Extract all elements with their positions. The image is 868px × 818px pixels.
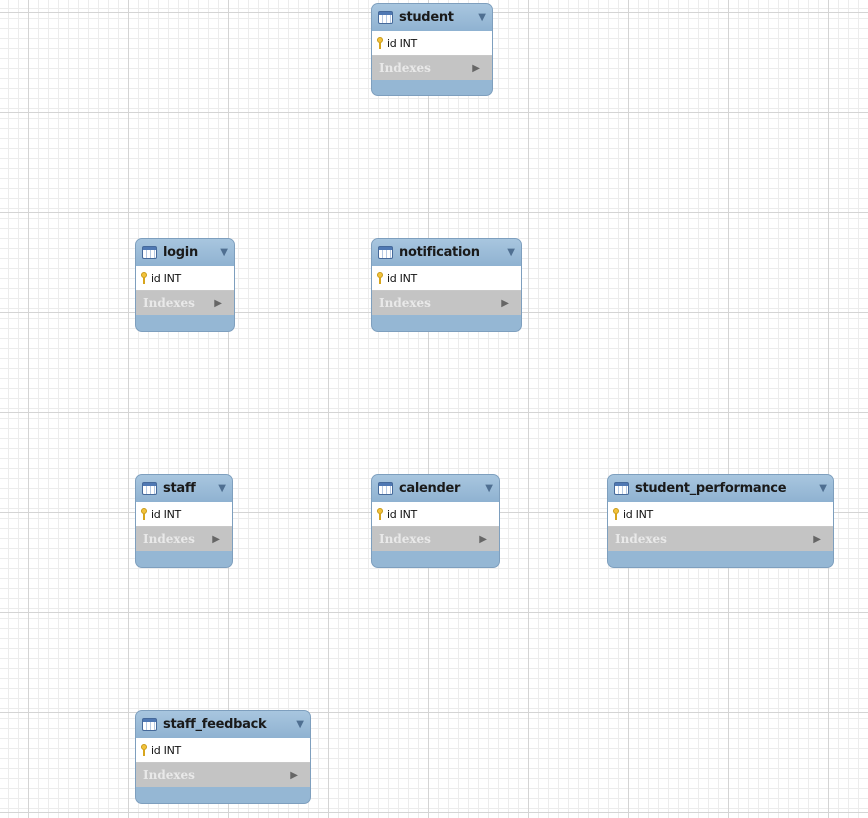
table-icon (142, 482, 157, 495)
table-login[interactable]: login ▼ id INT Indexes ▶ (135, 238, 235, 332)
primary-key-icon (377, 272, 384, 284)
table-column[interactable]: id INT (136, 738, 310, 763)
collapse-arrow-icon[interactable]: ▼ (478, 12, 486, 23)
table-header[interactable]: staff_feedback ▼ (136, 711, 310, 738)
table-icon (378, 482, 393, 495)
table-name: staff_feedback (163, 717, 267, 732)
table-column[interactable]: id INT (372, 31, 492, 56)
table-footer (372, 551, 499, 560)
table-name: login (163, 245, 198, 260)
table-name: staff (163, 481, 196, 496)
table-column[interactable]: id INT (608, 502, 833, 527)
table-notification[interactable]: notification ▼ id INT Indexes ▶ (371, 238, 522, 332)
expand-indexes-icon[interactable]: ▶ (813, 533, 821, 545)
indexes-section[interactable]: Indexes ▶ (136, 291, 234, 315)
primary-key-icon (141, 744, 148, 756)
expand-indexes-icon[interactable]: ▶ (290, 769, 298, 781)
expand-indexes-icon[interactable]: ▶ (472, 62, 480, 74)
indexes-section[interactable]: Indexes ▶ (136, 527, 232, 551)
table-footer (372, 80, 492, 89)
collapse-arrow-icon[interactable]: ▼ (220, 247, 228, 258)
indexes-label: Indexes (379, 61, 431, 75)
table-staff-feedback[interactable]: staff_feedback ▼ id INT Indexes ▶ (135, 710, 311, 804)
table-icon (614, 482, 629, 495)
table-column[interactable]: id INT (136, 266, 234, 291)
expand-indexes-icon[interactable]: ▶ (212, 533, 220, 545)
indexes-label: Indexes (143, 296, 195, 310)
indexes-label: Indexes (379, 296, 431, 310)
table-header[interactable]: login ▼ (136, 239, 234, 266)
primary-key-icon (141, 508, 148, 520)
column-label: id INT (387, 271, 417, 285)
indexes-section[interactable]: Indexes ▶ (136, 763, 310, 787)
indexes-section[interactable]: Indexes ▶ (372, 56, 492, 80)
expand-indexes-icon[interactable]: ▶ (214, 297, 222, 309)
table-header[interactable]: notification ▼ (372, 239, 521, 266)
table-footer (136, 787, 310, 796)
indexes-section[interactable]: Indexes ▶ (372, 291, 521, 315)
table-name: calender (399, 481, 461, 496)
indexes-label: Indexes (143, 532, 195, 546)
table-staff[interactable]: staff ▼ id INT Indexes ▶ (135, 474, 233, 568)
table-name: student_performance (635, 481, 787, 496)
expand-indexes-icon[interactable]: ▶ (501, 297, 509, 309)
collapse-arrow-icon[interactable]: ▼ (218, 483, 226, 494)
table-column[interactable]: id INT (372, 266, 521, 291)
primary-key-icon (377, 37, 384, 49)
column-label: id INT (387, 507, 417, 521)
primary-key-icon (613, 508, 620, 520)
primary-key-icon (141, 272, 148, 284)
table-icon (378, 11, 393, 24)
collapse-arrow-icon[interactable]: ▼ (819, 483, 827, 494)
indexes-section[interactable]: Indexes ▶ (608, 527, 833, 551)
column-label: id INT (151, 743, 181, 757)
table-header[interactable]: staff ▼ (136, 475, 232, 502)
table-footer (136, 551, 232, 560)
expand-indexes-icon[interactable]: ▶ (479, 533, 487, 545)
collapse-arrow-icon[interactable]: ▼ (507, 247, 515, 258)
table-student-performance[interactable]: student_performance ▼ id INT Indexes ▶ (607, 474, 834, 568)
table-footer (608, 551, 833, 560)
table-calender[interactable]: calender ▼ id INT Indexes ▶ (371, 474, 500, 568)
table-header[interactable]: student ▼ (372, 4, 492, 31)
table-icon (378, 246, 393, 259)
table-header[interactable]: student_performance ▼ (608, 475, 833, 502)
table-student[interactable]: student ▼ id INT Indexes ▶ (371, 3, 493, 96)
indexes-section[interactable]: Indexes ▶ (372, 527, 499, 551)
table-column[interactable]: id INT (372, 502, 499, 527)
column-label: id INT (151, 507, 181, 521)
table-name: student (399, 10, 454, 25)
table-icon (142, 718, 157, 731)
primary-key-icon (377, 508, 384, 520)
indexes-label: Indexes (143, 768, 195, 782)
table-footer (372, 315, 521, 324)
indexes-label: Indexes (615, 532, 667, 546)
table-header[interactable]: calender ▼ (372, 475, 499, 502)
column-label: id INT (151, 271, 181, 285)
column-label: id INT (387, 36, 417, 50)
table-name: notification (399, 245, 480, 260)
column-label: id INT (623, 507, 653, 521)
indexes-label: Indexes (379, 532, 431, 546)
table-column[interactable]: id INT (136, 502, 232, 527)
collapse-arrow-icon[interactable]: ▼ (485, 483, 493, 494)
table-footer (136, 315, 234, 324)
collapse-arrow-icon[interactable]: ▼ (296, 719, 304, 730)
table-icon (142, 246, 157, 259)
